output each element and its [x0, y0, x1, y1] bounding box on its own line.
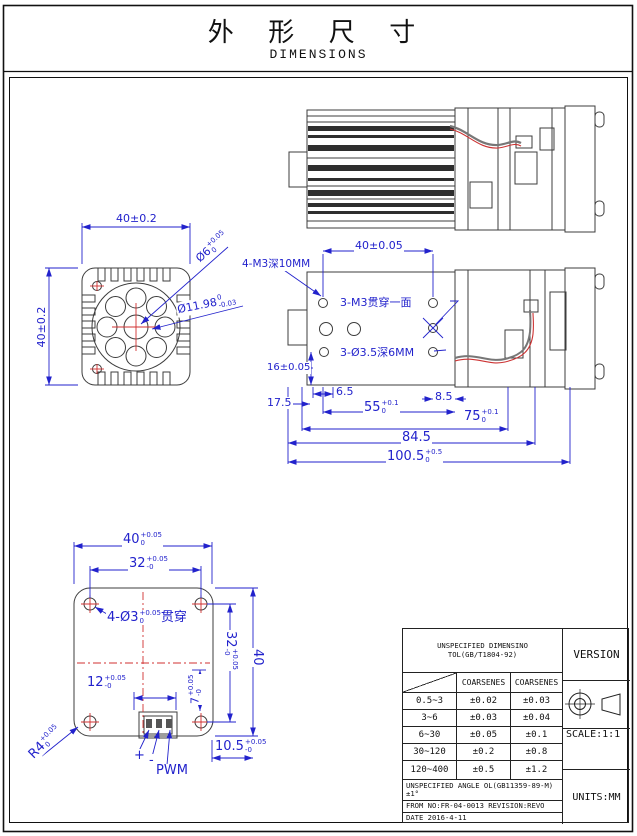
tol-row-range: 6~30 — [403, 727, 457, 744]
diagonal-cell — [403, 673, 457, 693]
angle-note-cell: UNSPECIFIED ANGLE OL(GB11359-89-M)±1° — [403, 780, 563, 801]
dim-bottom-40h: 40 — [250, 648, 265, 667]
title-block: UNSPECIFIED DIMENSINO TOL(GB/T1804-92) V… — [402, 628, 630, 824]
dim-17-5: 17.5 — [266, 396, 293, 409]
label-thru-holes: 3-M3贯穿一面 — [340, 294, 412, 310]
label-screws: 4-M3深10MM — [242, 256, 311, 271]
tol-row-fine: ±0.05 — [457, 727, 511, 744]
pin-label-plus: + — [133, 748, 146, 763]
tol-row-range: 3~6 — [403, 710, 457, 727]
dim-84-5: 84.5 — [401, 430, 432, 445]
tol-row-coarse: ±0.1 — [511, 727, 563, 744]
dim-mid-width: 40±0.05 — [354, 239, 404, 252]
from-no-cell: FROM NO:FR-04-0013 REVISION:REVO — [403, 801, 563, 813]
tol-row-fine: ±0.03 — [457, 710, 511, 727]
tolerance-header: UNSPECIFIED DIMENSINO TOL(GB/T1804-92) — [403, 629, 563, 673]
label-counter-holes: 3-Ø3.5深6MM — [340, 344, 415, 360]
tol-row-coarse: ±0.8 — [511, 744, 563, 761]
dim-7: 7+0.05-0 — [187, 673, 203, 705]
date-cell: DATE 2016-4-11 — [403, 813, 563, 824]
tol-row-fine: ±0.02 — [457, 693, 511, 710]
pin-label-pwm: PWM — [155, 763, 189, 778]
tol-row-range: 30~120 — [403, 744, 457, 761]
dim-fan-height: 40±0.2 — [35, 298, 48, 356]
projection-symbol-cell — [563, 681, 630, 729]
heatsink-fins — [81, 267, 191, 386]
dim-8-5: 8.5 — [434, 390, 454, 403]
dim-12: 12+0.05-0 — [86, 674, 127, 690]
connector-pins — [146, 719, 172, 728]
units-cell: UNITS:MM — [572, 791, 621, 803]
page-frame — [2, 4, 634, 833]
tol-row-fine: ±0.5 — [457, 761, 511, 780]
dim-bottom-32w: 32+0.05-0 — [128, 555, 169, 571]
tol-row-fine: ±0.2 — [457, 744, 511, 761]
pin-label-minus: - — [148, 753, 155, 768]
dim-10-5: 10.5+0.05-0 — [214, 738, 268, 754]
version-cell: VERSION — [563, 629, 630, 681]
dim-16: 16±0.05 — [266, 362, 312, 374]
tol-row-range: 0.5~3 — [403, 693, 457, 710]
col-header-fine: COARSENES — [457, 673, 511, 693]
tol-row-range: 120~400 — [403, 761, 457, 780]
scale-cell: SCALE:1:1 — [563, 729, 630, 770]
dim-6-5: 6.5 — [335, 385, 355, 398]
side-elevation-view — [288, 105, 605, 233]
page-title-cn: 外 形 尺 寸 — [207, 18, 430, 47]
dim-bottom-32h: 32+0.05-0 — [223, 630, 239, 671]
col-header-coarse: COARSENES — [511, 673, 563, 693]
tol-row-coarse: ±0.03 — [511, 693, 563, 710]
bottom-elevation-view — [287, 267, 605, 390]
projection-symbol — [565, 689, 621, 719]
tol-row-coarse: ±1.2 — [511, 761, 563, 780]
page-title-en: DIMENSIONS — [269, 47, 368, 62]
tol-row-coarse: ±0.04 — [511, 710, 563, 727]
dim-fan-width: 40±0.2 — [115, 212, 158, 225]
